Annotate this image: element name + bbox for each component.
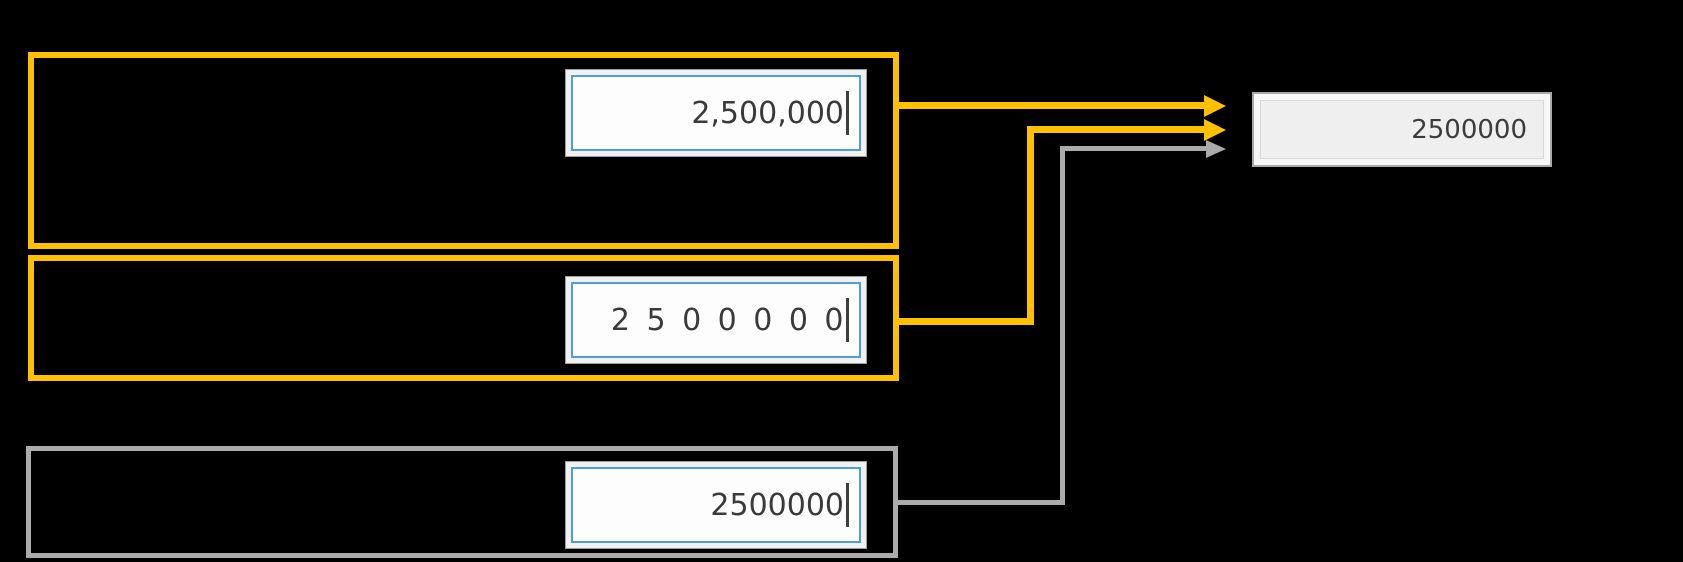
connector-line-spaced-digits (896, 318, 1034, 325)
text-cursor (846, 483, 849, 527)
number-input-spaced-digits[interactable]: 2500000 (565, 276, 867, 364)
input-value: 2,500,000 (691, 95, 844, 131)
arrowhead-spaced-digits-icon (1204, 119, 1226, 141)
text-cursor (846, 91, 849, 135)
number-input-plain-digits-text-area[interactable]: 2500000 (571, 467, 861, 543)
input-value: 2500000 (710, 487, 844, 523)
input-group-plain-digits (26, 446, 898, 558)
text-cursor (846, 298, 849, 342)
result-field-text-area: 2500000 (1260, 100, 1544, 159)
arrowhead-thousands-separators-icon (1204, 95, 1226, 117)
number-input-thousands-separators-text-area[interactable]: 2,500,000 (571, 75, 861, 151)
result-value: 2500000 (1411, 114, 1527, 145)
connector-line-plain-digits (1060, 146, 1206, 151)
connector-line-thousands-separators (896, 102, 1206, 109)
input-group-thousands-separators (28, 52, 899, 249)
connector-line-spaced-digits (1027, 126, 1034, 325)
input-value: 2500000 (610, 302, 860, 338)
connector-line-plain-digits (1060, 146, 1065, 505)
connector-line-plain-digits (896, 500, 1065, 505)
number-input-thousands-separators[interactable]: 2,500,000 (565, 69, 867, 157)
number-input-spaced-digits-text-area[interactable]: 2500000 (571, 282, 861, 358)
arrowhead-plain-digits-icon (1206, 140, 1226, 158)
result-field: 2500000 (1252, 92, 1552, 167)
connector-line-spaced-digits (1027, 126, 1206, 133)
number-input-plain-digits[interactable]: 2500000 (565, 461, 867, 549)
